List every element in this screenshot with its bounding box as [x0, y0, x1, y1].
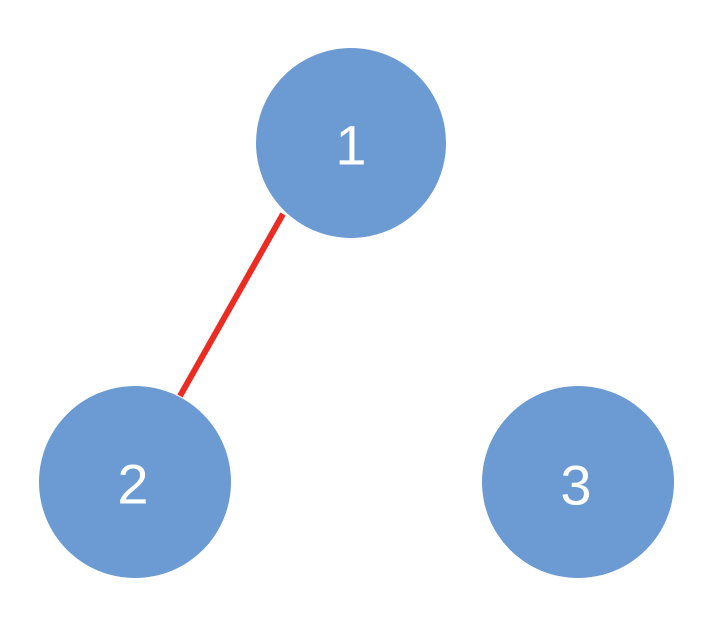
node-2-circle[interactable]	[39, 386, 231, 578]
node-layer: 1 2 3	[39, 48, 674, 578]
node-2[interactable]: 2	[39, 386, 231, 578]
node-3[interactable]: 3	[482, 386, 674, 578]
edge-node1-node2[interactable]	[177, 212, 286, 398]
node-1-circle[interactable]	[256, 48, 446, 238]
edge-layer	[177, 212, 286, 398]
node-3-circle[interactable]	[482, 386, 674, 578]
node-1[interactable]: 1	[256, 48, 446, 238]
